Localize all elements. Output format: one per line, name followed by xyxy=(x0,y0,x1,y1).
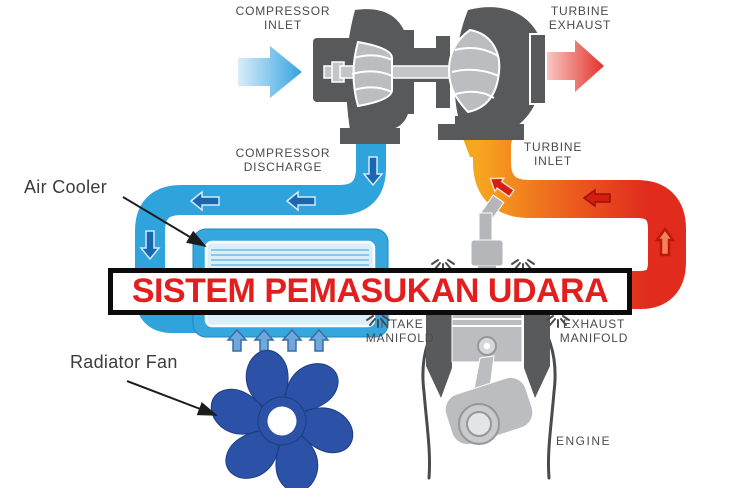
turbocharger-icon xyxy=(313,7,547,144)
radiator-fan-icon xyxy=(210,349,354,488)
label-radiator-fan: Radiator Fan xyxy=(70,352,178,372)
label-turbine-exhaust: TURBINE EXHAUST xyxy=(548,4,612,32)
air-cooler-pointer-arrow xyxy=(122,196,207,248)
title-banner-text: SISTEM PEMASUKAN UDARA xyxy=(131,272,609,310)
label-intake-manifold: INTAKE MANIFOLD xyxy=(365,317,435,345)
label-engine: ENGINE xyxy=(556,434,612,448)
label-compressor-inlet: COMPRESSOR INLET xyxy=(235,4,331,32)
label-turbine-inlet: TURBINE INLET xyxy=(523,140,583,168)
compressor-wheel-icon xyxy=(351,40,393,108)
engine-cylinder-icon xyxy=(366,194,570,480)
label-compressor-discharge: COMPRESSOR DISCHARGE xyxy=(235,146,331,174)
piston-icon xyxy=(451,309,523,363)
title-banner: SISTEM PEMASUKAN UDARA xyxy=(108,268,632,315)
label-exhaust-manifold: EXHAUST MANIFOLD xyxy=(559,317,629,345)
label-air-cooler: Air Cooler xyxy=(24,177,108,197)
hot-flow-arrows-icon xyxy=(489,177,676,257)
cooling-airflow-up-arrows-icon xyxy=(226,328,330,352)
cold-flow-arrows-icon xyxy=(139,156,384,261)
turbine-wheel-icon xyxy=(447,28,501,114)
radiator-fan-pointer-arrow xyxy=(126,380,218,416)
turbine-exhaust-arrow-icon xyxy=(545,40,604,92)
crankshaft-icon xyxy=(444,355,534,446)
fuel-injector-icon xyxy=(470,194,505,277)
compressor-inlet-arrow-icon xyxy=(238,46,302,98)
